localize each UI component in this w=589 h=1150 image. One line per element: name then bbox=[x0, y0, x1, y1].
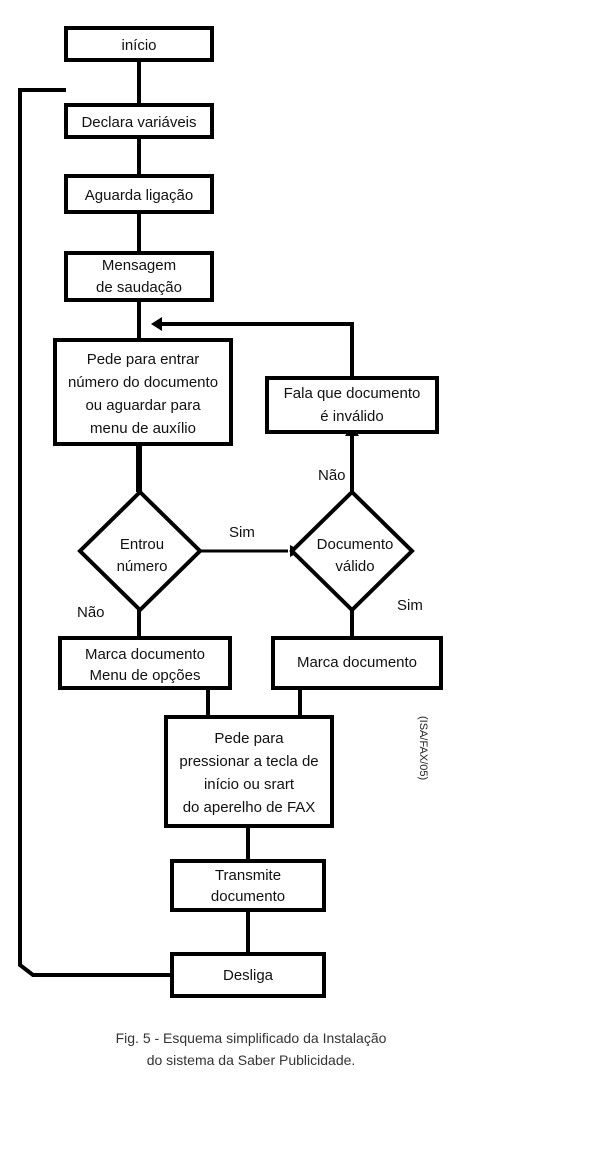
node-pede-pressionar-line-3: início ou srart bbox=[204, 776, 295, 793]
node-aguarda-ligacao: Aguarda ligação bbox=[64, 174, 214, 214]
edge-label-nao-entrou: Não bbox=[77, 604, 105, 621]
node-fala-invalido: Fala que documento é inválido bbox=[265, 376, 439, 434]
node-desliga-label: Desliga bbox=[223, 967, 274, 984]
node-pede-pressionar: Pede para pressionar a tecla de início o… bbox=[164, 715, 334, 828]
node-pede-entrar: Pede para entrar número do documento ou … bbox=[53, 338, 233, 446]
decision-valido-line-2: válido bbox=[335, 558, 374, 575]
caption-line-2: do sistema da Saber Publicidade. bbox=[147, 1052, 356, 1068]
edge-label-nao-valido: Não bbox=[318, 467, 346, 484]
node-declara-variaveis: Declara variáveis bbox=[64, 103, 214, 139]
node-aguarda-label: Aguarda ligação bbox=[85, 187, 193, 204]
edge-label-sim-entrou: Sim bbox=[229, 524, 255, 541]
decision-entrou-line-2: número bbox=[117, 558, 168, 575]
loop-back-fala-pede bbox=[160, 322, 354, 378]
node-marca-documento: Marca documento bbox=[271, 636, 443, 690]
node-marca-menu-line-2: Menu de opções bbox=[90, 667, 201, 684]
node-mensagem-line-1: Mensagem bbox=[102, 257, 176, 274]
arrowhead-loop-back bbox=[151, 317, 162, 331]
node-pede-pressionar-line-4: do aperelho de FAX bbox=[183, 799, 316, 816]
loop-back-desliga-declara bbox=[18, 88, 172, 977]
node-inicio: início bbox=[64, 26, 214, 62]
decision-valido-line-1: Documento bbox=[317, 536, 394, 553]
decision-documento-valido: Documento válido bbox=[289, 489, 415, 613]
node-desliga: Desliga bbox=[170, 952, 326, 998]
node-marca-documento-label: Marca documento bbox=[297, 654, 417, 671]
node-pede-entrar-line-4: menu de auxílio bbox=[90, 420, 196, 437]
node-mensagem-saudacao: Mensagem de saudação bbox=[64, 251, 214, 302]
node-fala-line-2: é inválido bbox=[320, 408, 383, 425]
node-transmite-line-1: Transmite bbox=[215, 867, 281, 884]
node-transmite-line-2: documento bbox=[211, 888, 285, 905]
node-transmite-documento: Transmite documento bbox=[170, 859, 326, 912]
connectors bbox=[18, 60, 359, 977]
node-declara-label: Declara variáveis bbox=[81, 114, 196, 131]
node-fala-line-1: Fala que documento bbox=[284, 385, 421, 402]
decision-entrou-numero: Entrou número bbox=[77, 489, 203, 613]
node-inicio-label: início bbox=[121, 37, 156, 54]
caption-line-1: Fig. 5 - Esquema simplificado da Instala… bbox=[116, 1030, 387, 1046]
node-mensagem-line-2: de saudação bbox=[96, 279, 182, 296]
figure-reference-code: (ISA/FAX/05) bbox=[417, 716, 429, 780]
decision-entrou-line-1: Entrou bbox=[120, 536, 164, 553]
node-pede-pressionar-line-2: pressionar a tecla de bbox=[179, 753, 318, 770]
node-pede-entrar-line-2: número do documento bbox=[68, 374, 218, 391]
node-marca-menu-line-1: Marca documento bbox=[85, 646, 205, 663]
edge-label-sim-valido: Sim bbox=[397, 597, 423, 614]
node-marca-menu: Marca documento Menu de opções bbox=[58, 636, 232, 690]
node-pede-pressionar-line-1: Pede para bbox=[214, 730, 284, 747]
node-pede-entrar-line-1: Pede para entrar bbox=[87, 351, 200, 368]
node-pede-entrar-line-3: ou aguardar para bbox=[85, 397, 201, 414]
